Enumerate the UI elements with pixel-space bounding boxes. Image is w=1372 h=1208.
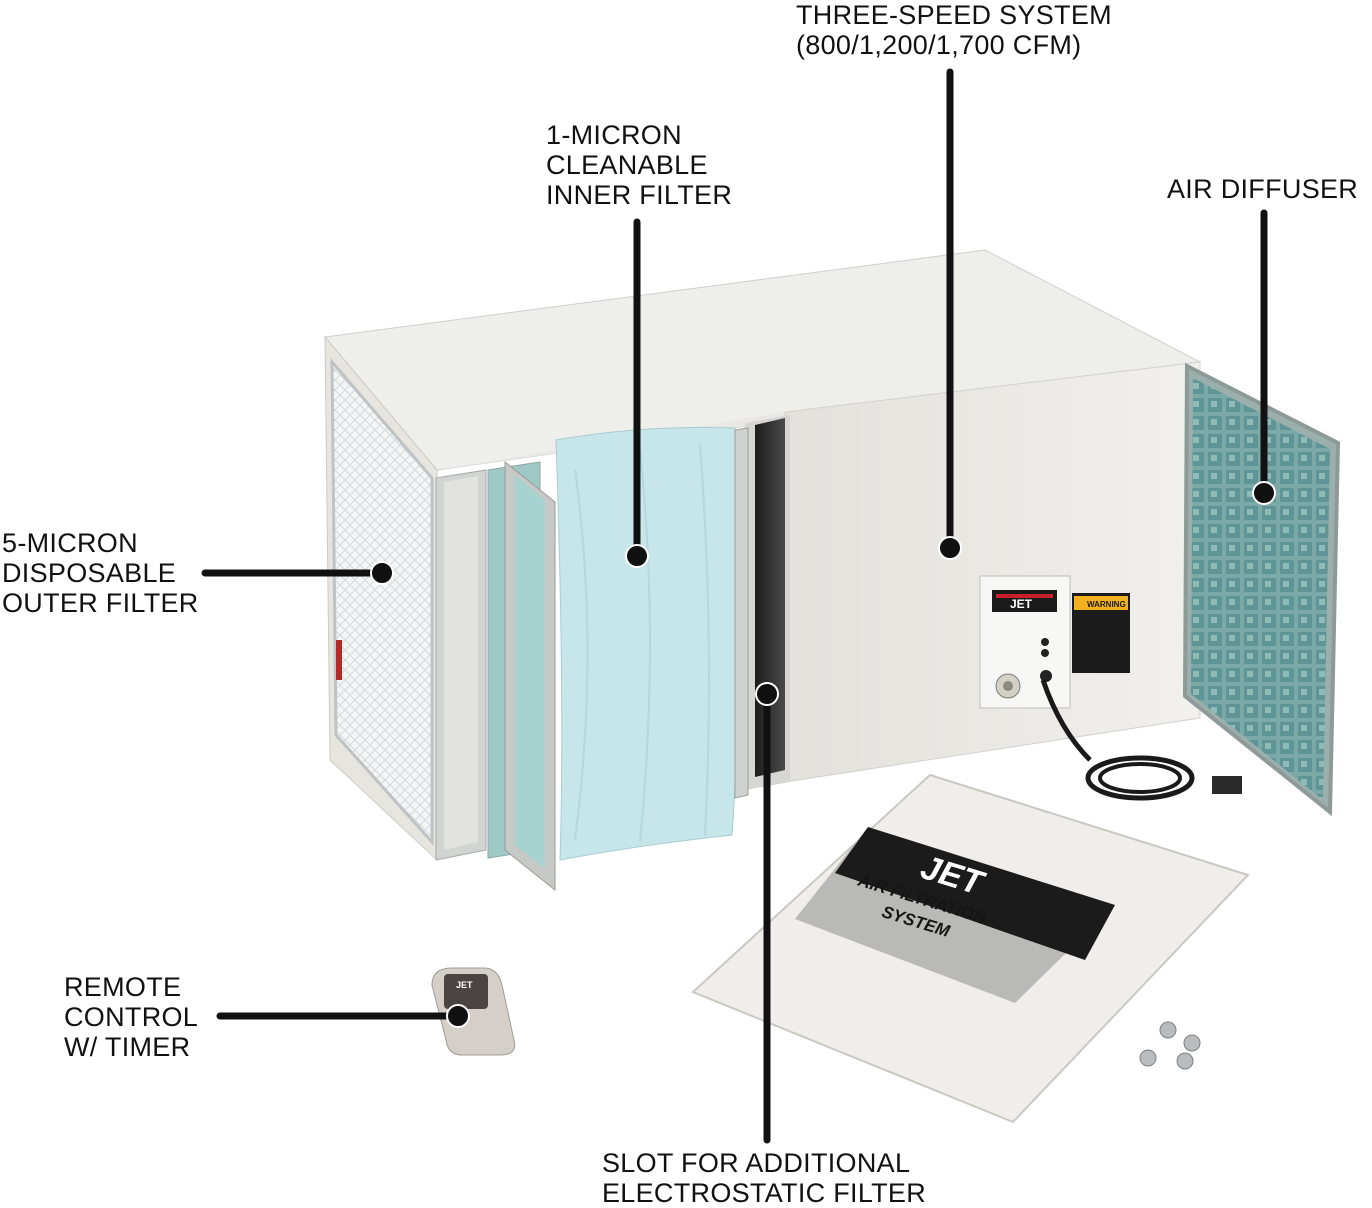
warning-label: WARNING (1087, 600, 1126, 609)
callout-text: (800/1,200/1,700 CFM) (796, 30, 1082, 60)
callout-text: CONTROL (64, 1002, 199, 1032)
callout-text: CLEANABLE (546, 150, 708, 180)
callout-text: 1-MICRON (546, 120, 682, 150)
callout-slot-electrostatic: SLOT FOR ADDITIONAL ELECTROSTATIC FILTER (602, 1148, 926, 1208)
callout-dot-remote (446, 1004, 470, 1028)
callout-dot-outer-filter (370, 561, 394, 585)
callout-text: THREE-SPEED SYSTEM (796, 0, 1112, 30)
callout-text: AIR DIFFUSER (1167, 174, 1359, 204)
callout-text: REMOTE (64, 972, 182, 1002)
control-plate (979, 575, 1242, 801)
callout-dots (370, 481, 1276, 1028)
callout-text: DISPOSABLE (2, 558, 177, 588)
callout-lines (201, 68, 1268, 1144)
callout-text: 5-MICRON (2, 528, 138, 558)
brand-logo-remote: JET (456, 980, 473, 990)
air-diffuser-panel (1182, 362, 1341, 817)
callout-text: INNER FILTER (546, 180, 733, 210)
callout-dot-inner-filter (625, 544, 649, 568)
front-panel (691, 773, 1250, 1124)
callout-three-speed-system: THREE-SPEED SYSTEM (800/1,200/1,700 CFM) (796, 0, 1112, 60)
callout-air-diffuser: AIR DIFFUSER (1167, 174, 1358, 204)
callout-outer-filter: 5-MICRON DISPOSABLE OUTER FILTER (2, 528, 199, 618)
callout-dot-air-diffuser (1252, 481, 1276, 505)
thumb-screws (1139, 1021, 1201, 1070)
callout-text: ELECTROSTATIC FILTER (602, 1178, 927, 1208)
callout-text: SLOT FOR ADDITIONAL (602, 1148, 911, 1178)
inner-filter (487, 427, 749, 892)
brand-logo-plate: JET (1010, 597, 1033, 611)
callout-dot-slot (755, 682, 779, 706)
callout-text: W/ TIMER (64, 1032, 191, 1062)
callout-inner-filter: 1-MICRON CLEANABLE INNER FILTER (546, 120, 732, 210)
outer-filter (330, 357, 487, 861)
callout-remote-control: REMOTE CONTROL W/ TIMER (64, 972, 198, 1062)
callout-text: OUTER FILTER (2, 588, 199, 618)
callout-dot-three-speed (938, 536, 962, 560)
remote-control (431, 967, 516, 1056)
